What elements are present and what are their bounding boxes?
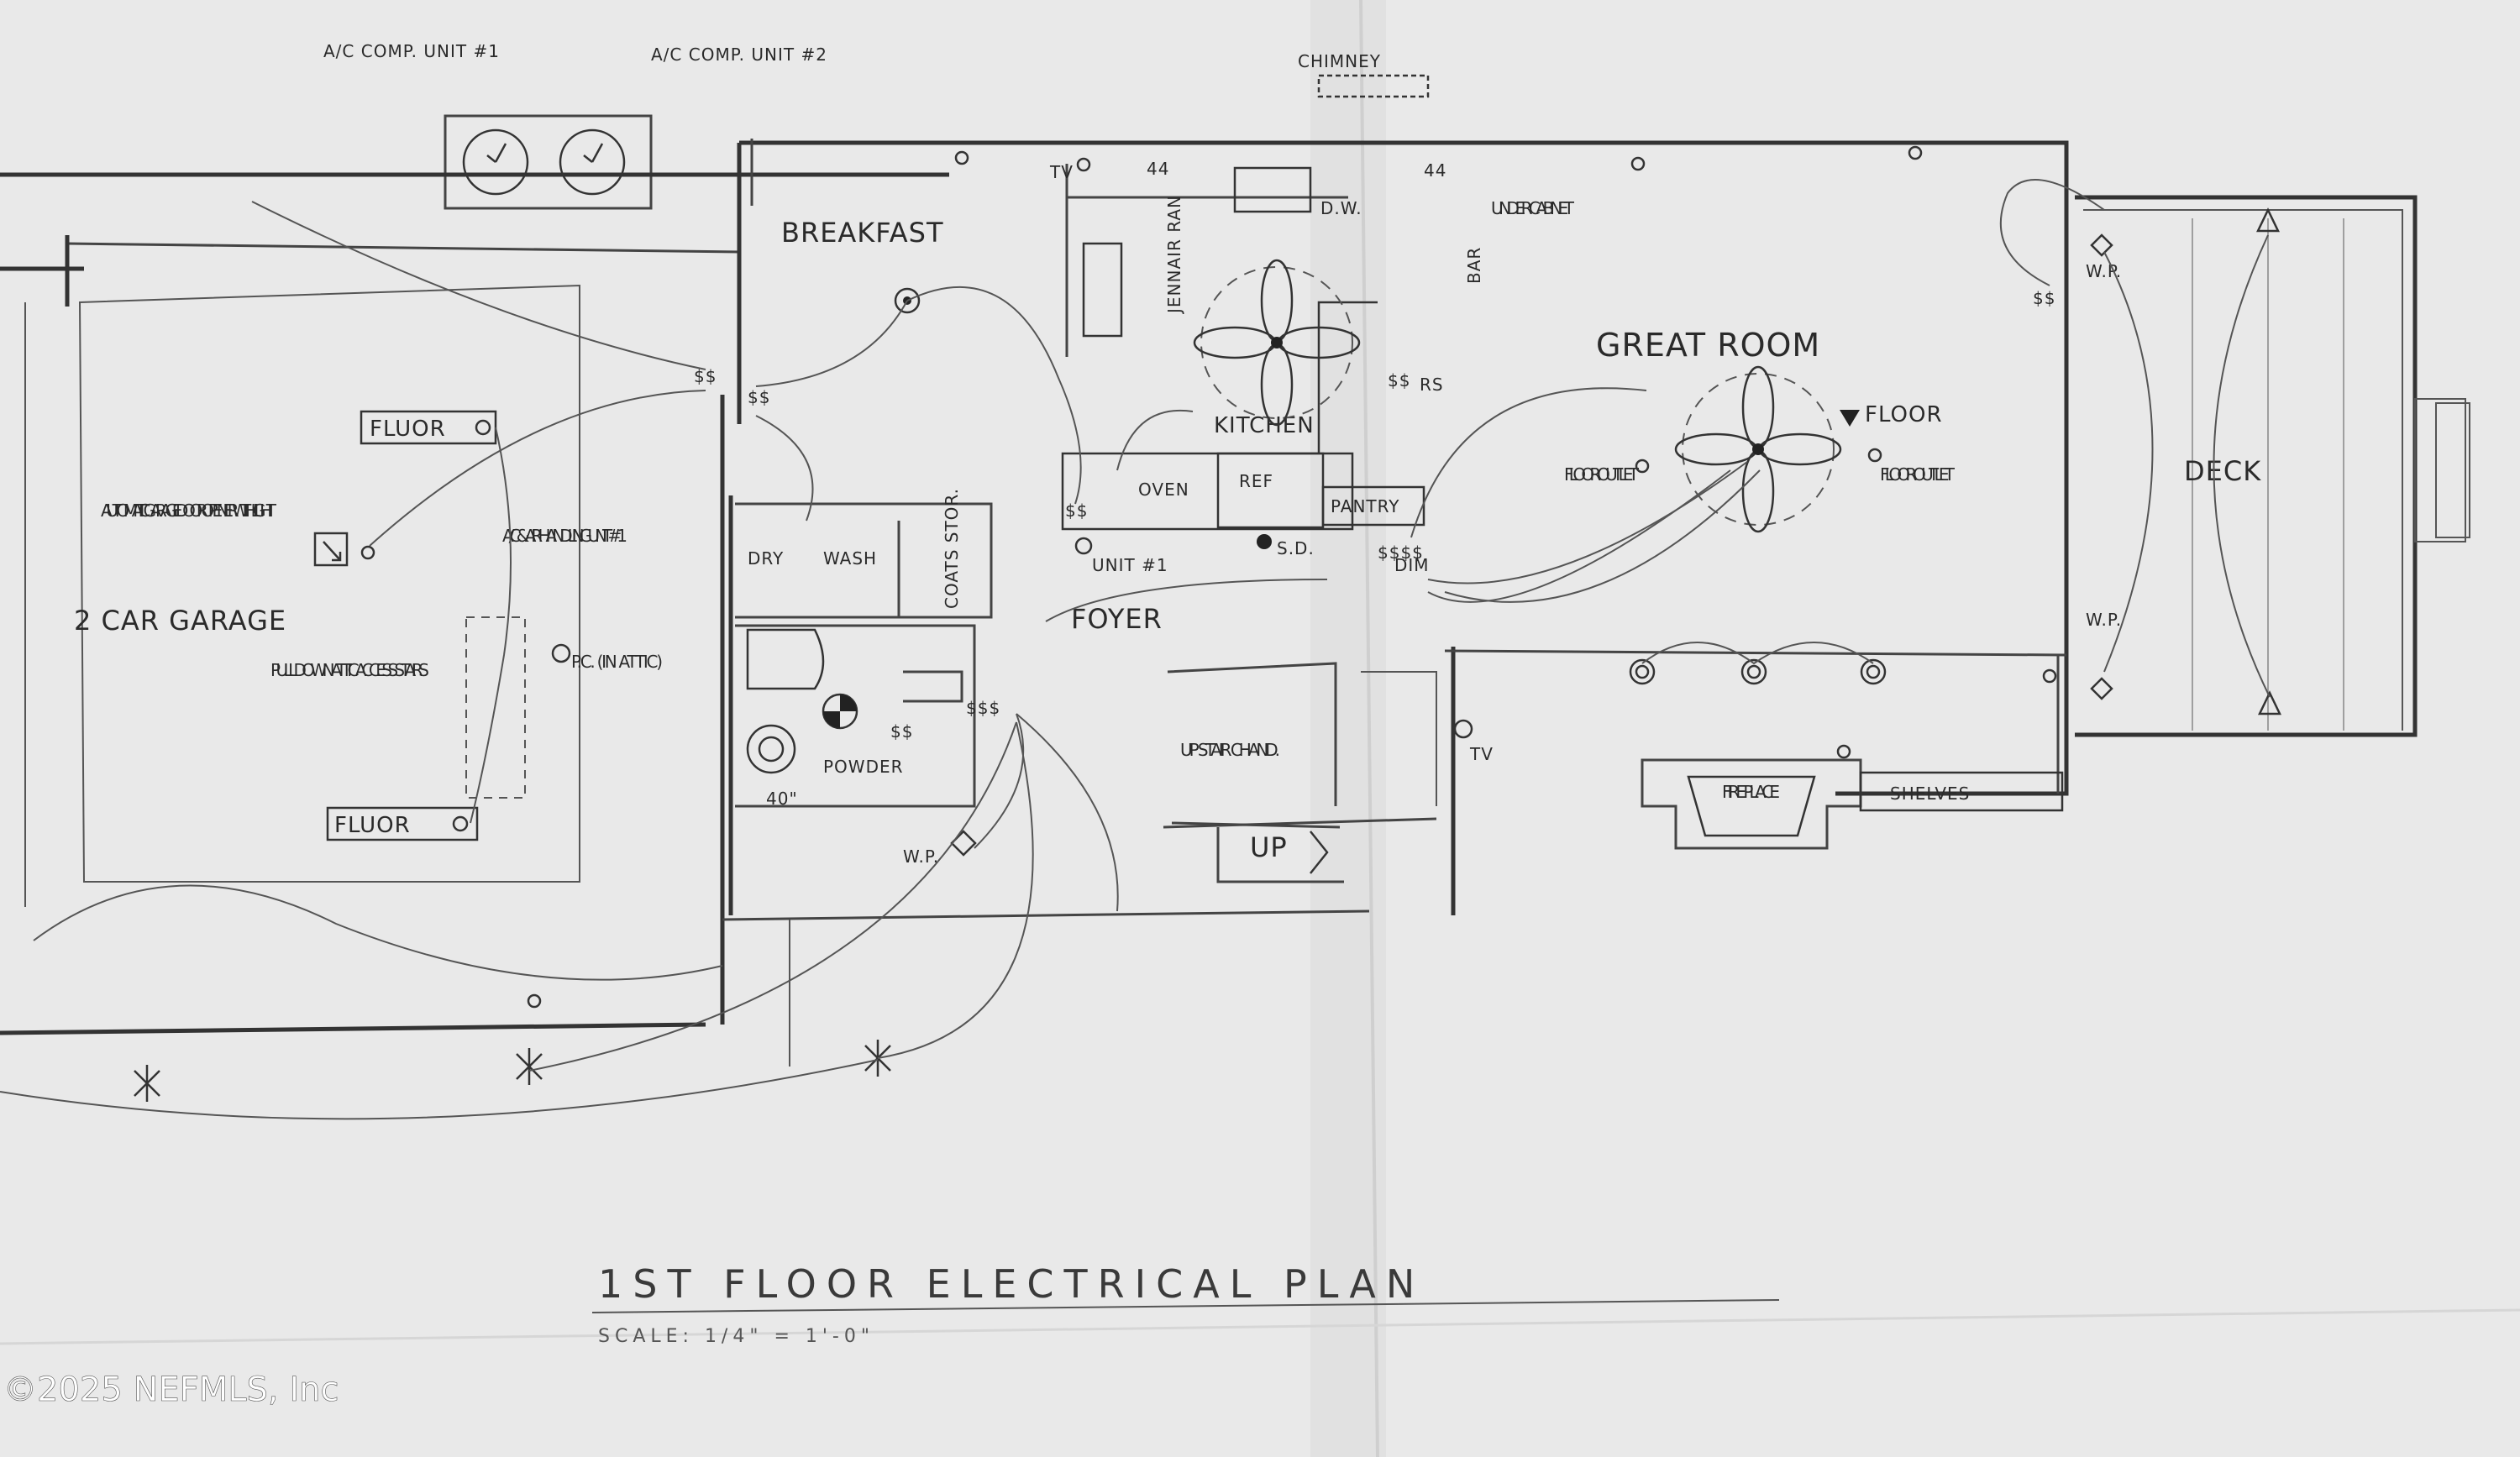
jennair-range-symbol bbox=[1082, 242, 1123, 338]
fluor-top-label: FLUOR bbox=[370, 417, 446, 442]
garage-door-opener-arrow bbox=[323, 541, 342, 562]
dw-label: D.W. bbox=[1320, 198, 1362, 218]
sd-label: S.D. bbox=[1277, 538, 1315, 558]
stair-walls bbox=[1167, 662, 1437, 883]
chimney-label: CHIMNEY bbox=[1298, 51, 1381, 71]
garage-door-opener-label: AUTOMATIC GARAGE DOOR OPENER WITH LIGHT bbox=[101, 501, 277, 521]
toilet-symbol bbox=[746, 628, 825, 690]
kitchen-area bbox=[1061, 164, 1425, 531]
coats-stor-label: COATS STOR. bbox=[942, 488, 962, 609]
tv-top-label: TV bbox=[1049, 162, 1074, 182]
svg-text:$$$: $$$ bbox=[966, 698, 1000, 718]
floor-marker-symbol bbox=[1840, 410, 1860, 427]
house-walls bbox=[722, 139, 2069, 1067]
svg-text:$$: $$ bbox=[1065, 501, 1088, 521]
svg-text:$$: $$ bbox=[890, 721, 913, 742]
sink-symbol bbox=[1233, 166, 1312, 213]
svg-text:$$$$: $$$$ bbox=[1378, 542, 1424, 563]
ac-compressor-group: A/C COMP. UNIT #1 A/C COMP. UNIT #2 bbox=[323, 41, 827, 210]
great-room-ceiling-fan bbox=[1674, 365, 1842, 533]
room-great-room: GREAT ROOM bbox=[1596, 327, 1820, 364]
dry-label: DRY bbox=[748, 548, 784, 569]
room-foyer: FOYER bbox=[1071, 603, 1163, 635]
pull-down-stairs-label: PULL DOWN ATTIC ACCESS STAIRS bbox=[270, 660, 430, 680]
deck-outline bbox=[2075, 195, 2470, 737]
ref-label: REF bbox=[1239, 471, 1273, 491]
smoke-detector-symbol bbox=[1257, 534, 1272, 549]
room-pantry: PANTRY bbox=[1331, 496, 1399, 516]
jennair-label: JENNAIR RAN bbox=[1164, 195, 1184, 315]
circuit-wiring bbox=[0, 179, 2271, 1120]
shelves-label: SHELVES bbox=[1890, 784, 1970, 804]
wp-left-label: W.P. bbox=[903, 846, 939, 867]
breakfast-ceiling-fixture bbox=[894, 287, 921, 314]
pc-attic-symbol bbox=[551, 643, 571, 663]
recessed-lights bbox=[1629, 658, 1887, 685]
plan-scale: SCALE: 1/4" = 1'-0" bbox=[598, 1326, 874, 1347]
svg-text:$$: $$ bbox=[694, 366, 717, 386]
floor-outlet-right-label: FLOOR OUTLET bbox=[1880, 464, 1956, 485]
svg-text:$$: $$ bbox=[1388, 370, 1410, 390]
floor-outlet-left-label: FLOOR OUTLET bbox=[1564, 464, 1640, 485]
wp-deck-top-label: W.P. bbox=[2086, 261, 2122, 281]
svg-text:$$: $$ bbox=[748, 387, 770, 407]
plan-title: 1ST FLOOR ELECTRICAL PLAN bbox=[598, 1261, 1425, 1307]
pc-attic-label: P.C. (IN ATTIC) bbox=[571, 652, 664, 672]
shelves-symbol bbox=[1859, 771, 2064, 812]
stair-chand-label: UP STAIR CHAND. bbox=[1180, 740, 1281, 760]
powder-fixture bbox=[746, 724, 796, 774]
svg-text:$$: $$ bbox=[2033, 288, 2055, 308]
under-cabinet-label: UNDER CABINET bbox=[1491, 198, 1575, 218]
plan-title-underline bbox=[591, 1299, 1780, 1313]
switch-symbols: $$ $$ $$ $$$$ $$$ $$ $$ $$ bbox=[694, 288, 2055, 742]
outlet-44b-label: 44 bbox=[1424, 160, 1446, 181]
copyright-watermark: ©2025 NEFMLS, Inc bbox=[3, 1371, 339, 1409]
fluor-bottom-label: FLUOR bbox=[334, 813, 411, 838]
rs-label: RS bbox=[1420, 375, 1444, 395]
paper-fold-line-horizontal bbox=[0, 1308, 2520, 1345]
powder-ceil-label: 40" bbox=[766, 789, 798, 809]
room-bar: BAR bbox=[1464, 247, 1484, 284]
room-breakfast: BREAKFAST bbox=[781, 217, 944, 249]
room-garage: 2 CAR GARAGE bbox=[74, 605, 286, 637]
duplex-outlets bbox=[360, 145, 2057, 1009]
tv-mid-label: TV bbox=[1469, 744, 1494, 764]
exterior-flood-lights bbox=[134, 1040, 891, 1102]
up-label: UP bbox=[1250, 831, 1288, 863]
wp-deck-bottom-label: W.P. bbox=[2086, 610, 2122, 630]
kitchen-ceiling-fan bbox=[1193, 259, 1361, 427]
exhaust-fan-symbol bbox=[822, 693, 858, 730]
room-deck: DECK bbox=[2184, 455, 2261, 487]
garage-door-opener-symbol bbox=[313, 532, 349, 567]
outlet-44a-label: 44 bbox=[1147, 159, 1169, 179]
paper-fold-line-vertical bbox=[1359, 0, 1379, 1457]
ac-unit1-label: A/C COMP. UNIT #1 bbox=[323, 41, 500, 61]
floor-label: FLOOR bbox=[1865, 402, 1943, 427]
room-powder: POWDER bbox=[823, 757, 904, 777]
oven-label: OVEN bbox=[1138, 480, 1189, 500]
wash-label: WASH bbox=[823, 548, 877, 569]
chimney-symbol bbox=[1317, 74, 1430, 98]
dim-label: DIM bbox=[1394, 555, 1430, 575]
fluor-fixture-top: FLUOR bbox=[360, 410, 497, 445]
laundry-powder-walls bbox=[735, 502, 993, 808]
unit1-label: UNIT #1 bbox=[1092, 555, 1168, 575]
ac-air-handling-label: A/C & AIR HANDLING UNIT #1 bbox=[502, 526, 628, 546]
fireplace-label: FIRE PLACE bbox=[1722, 782, 1781, 802]
ac-unit2-label: A/C COMP. UNIT #2 bbox=[651, 45, 827, 65]
fluor-fixture-bottom: FLUOR bbox=[326, 806, 479, 841]
